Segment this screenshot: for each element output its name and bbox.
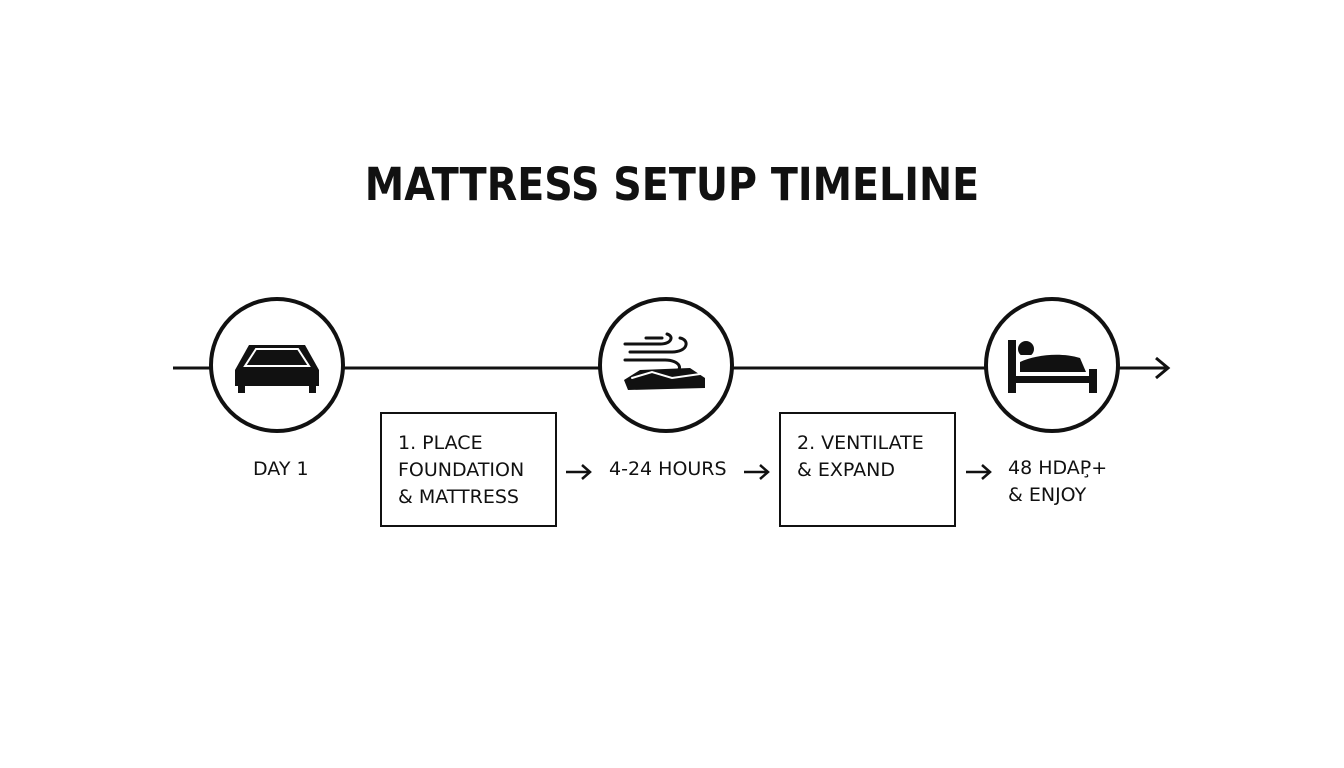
bed-frame-icon [235,345,319,393]
step-box-ventilate: 2. VENTILATE & EXPAND [779,412,956,527]
step-label-ventilate: 2. VENTILATE & EXPAND [797,432,924,481]
milestone-48-hours-circle [984,297,1120,433]
arrow-2 [744,464,770,480]
milestone-4-24-hours-circle [598,297,734,433]
step-label-place: 1. PLACE FOUNDATION & MATTRESS [398,432,525,508]
diagram-title: MATTRESS SETUP TIMELINE [364,158,980,211]
ventilation-icon [623,332,705,390]
person-in-bed-icon [1008,340,1097,393]
milestone-day-1-circle [209,297,345,433]
arrow-1 [566,464,592,480]
milestone-label-48-hours-enjoy: 48 HDAP̧+ & ENJOY [1008,457,1108,506]
milestone-label-day-1: DAY 1 [253,458,309,480]
milestone-label-4-24-hours: 4-24 HOURS [609,458,727,480]
arrow-3 [966,464,992,480]
step-box-place: 1. PLACE FOUNDATION & MATTRESS [380,412,557,527]
